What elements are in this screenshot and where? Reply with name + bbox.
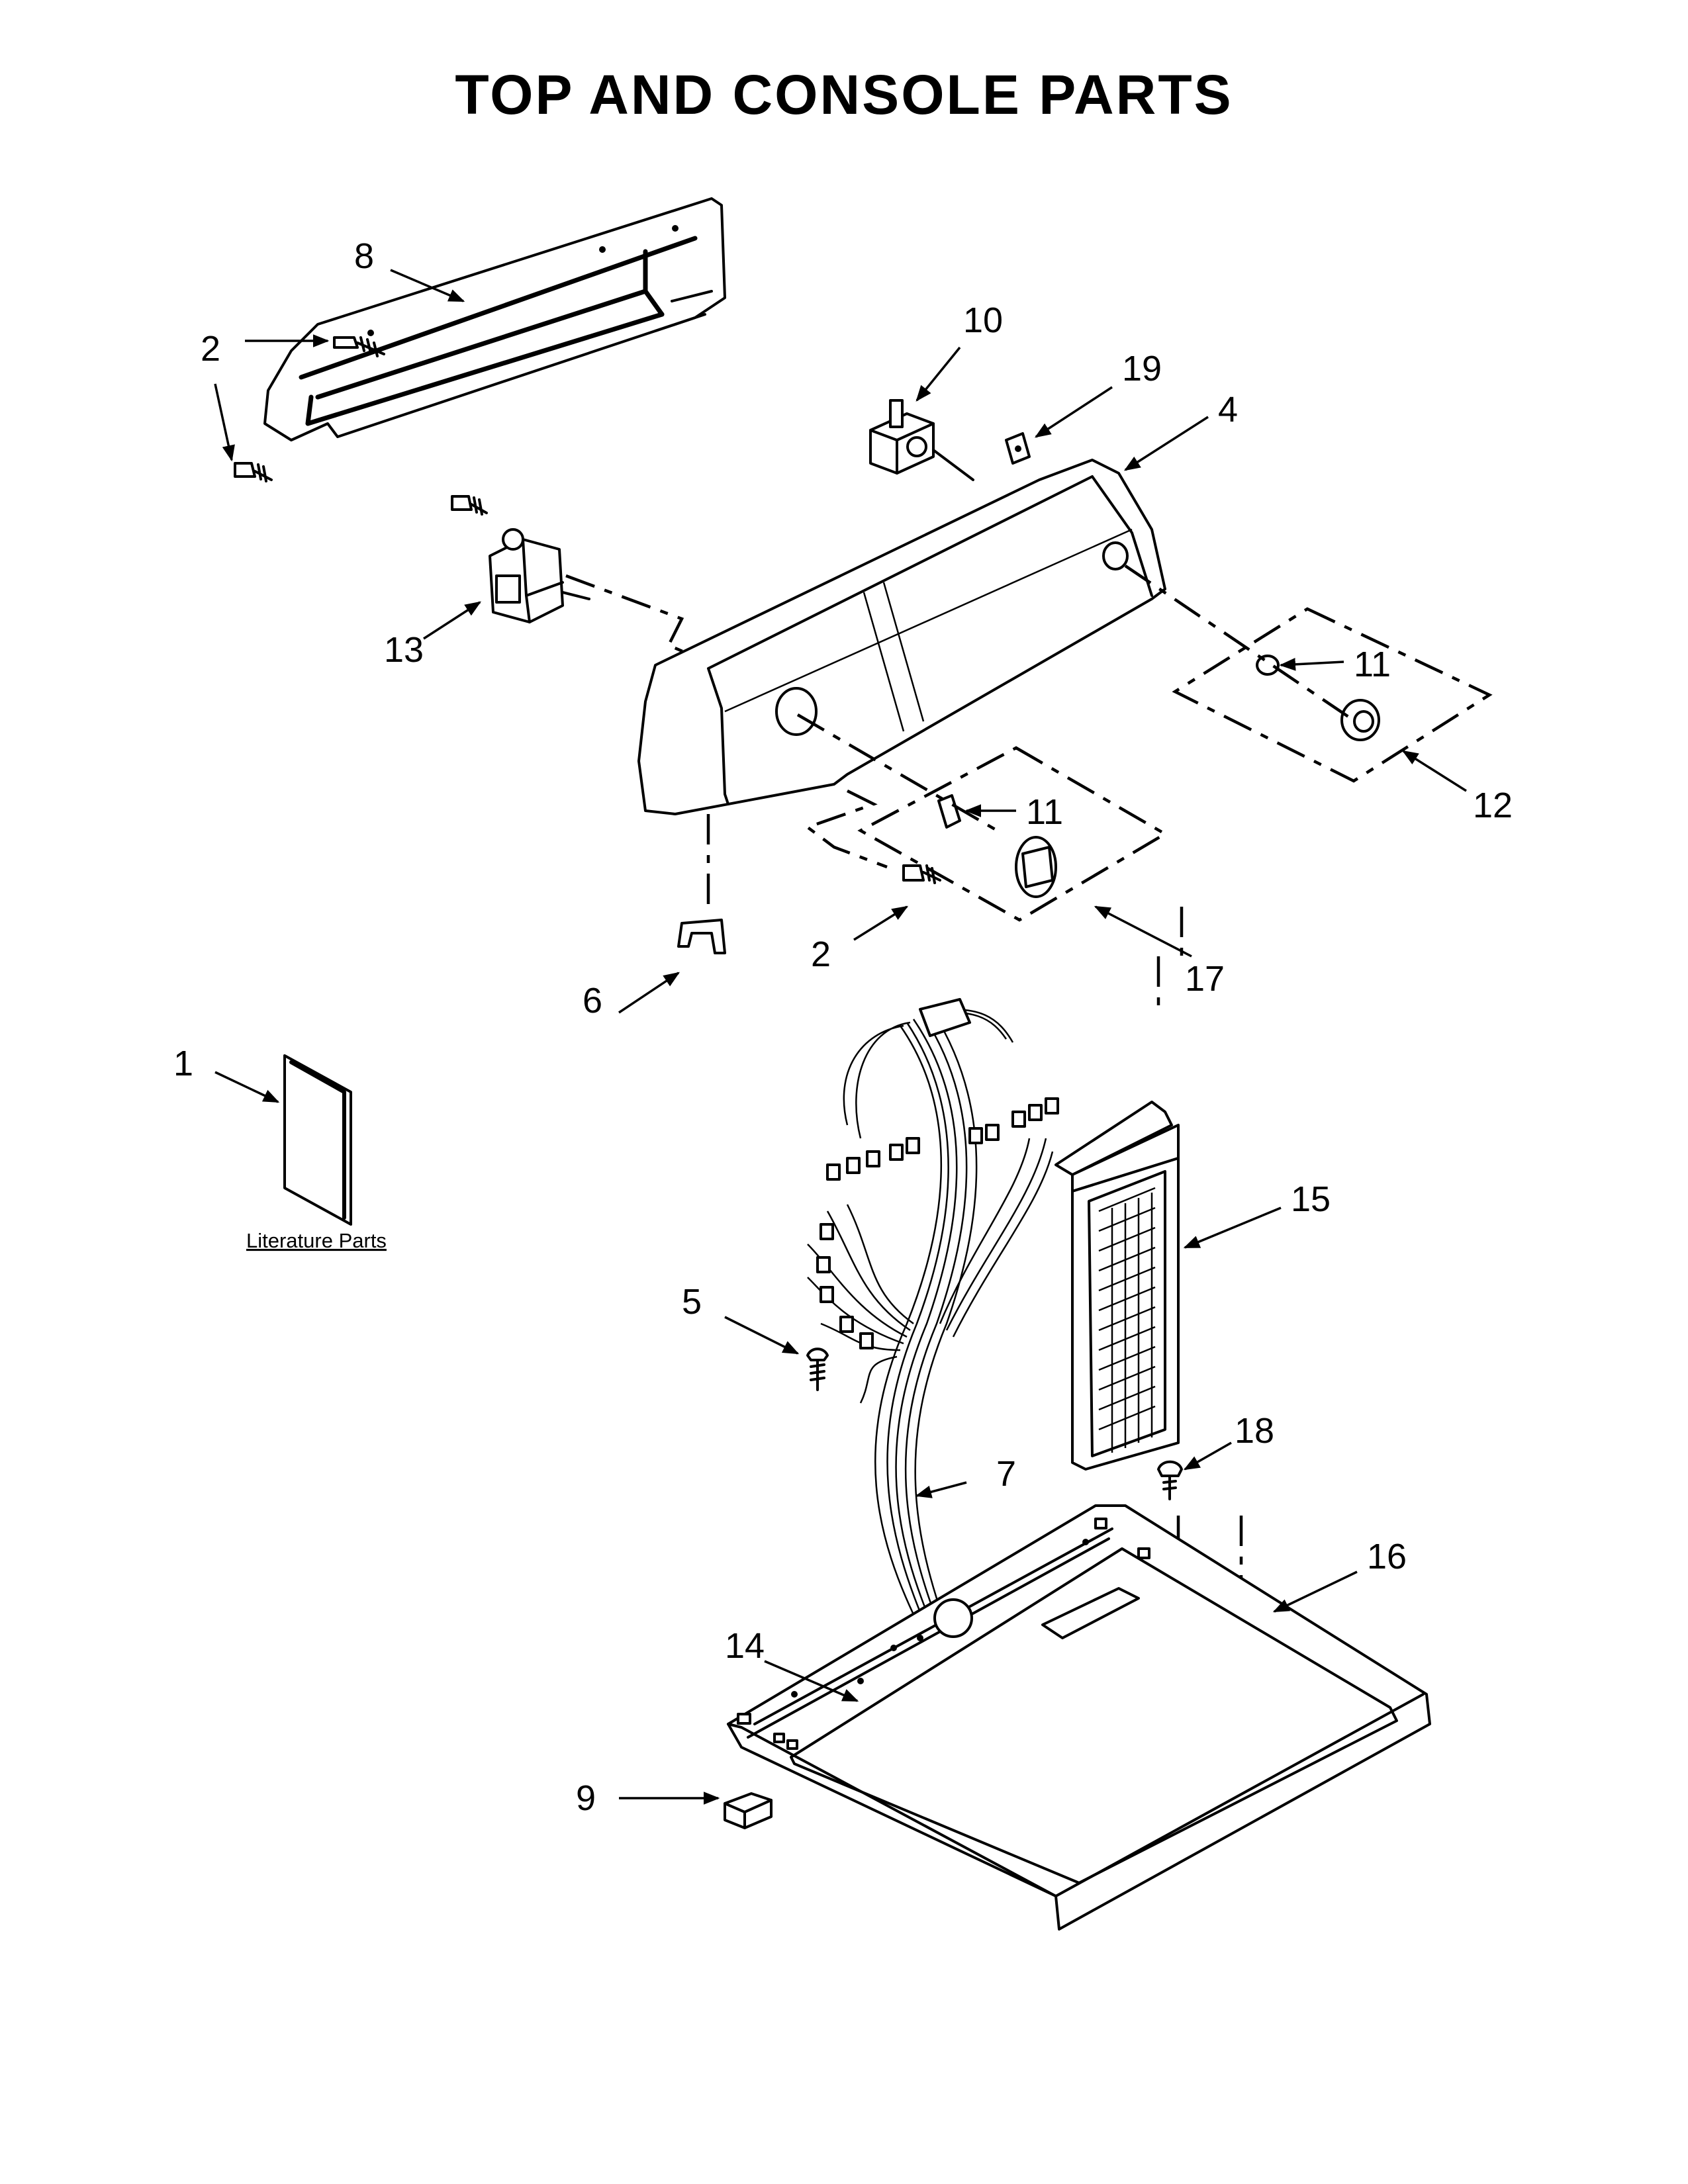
wire-harness (807, 998, 1059, 1629)
callout-13: 13 (384, 630, 424, 670)
screw-lower (806, 1347, 829, 1391)
screw-left (234, 462, 273, 482)
screw-console (902, 864, 941, 884)
callout-18: 18 (1235, 1411, 1274, 1451)
spacer-right (1256, 655, 1280, 676)
callout-8: 8 (354, 236, 374, 276)
knob-left (1015, 836, 1057, 898)
clip (1005, 432, 1031, 465)
sensor-part (869, 399, 974, 481)
timer-switch (489, 528, 590, 623)
callout-16: 16 (1367, 1537, 1407, 1576)
console (637, 459, 1166, 815)
literature-booklet (283, 1054, 352, 1226)
knob-group-box-right (1172, 607, 1493, 783)
literature-parts-label: Literature Parts (246, 1229, 387, 1252)
screw-mid-left (451, 495, 488, 516)
clip-lower (677, 919, 726, 954)
callout-14: 14 (725, 1626, 765, 1666)
spacer-left (937, 794, 961, 829)
callout-11-left: 11 (1026, 792, 1063, 832)
leader-lines (214, 269, 1467, 1805)
callout-15: 15 (1291, 1179, 1331, 1219)
callout-9: 9 (576, 1778, 596, 1818)
callout-2-lower: 2 (811, 934, 831, 974)
callout-10: 10 (963, 300, 1003, 340)
callout-4: 4 (1218, 390, 1238, 430)
screw-upper (333, 336, 385, 357)
callout-11-right: 11 (1354, 645, 1391, 684)
callout-2-upper: 2 (201, 329, 220, 369)
lint-screen (1055, 1101, 1180, 1471)
callout-12: 12 (1473, 786, 1513, 825)
callout-5: 5 (682, 1282, 702, 1322)
callout-6: 6 (583, 981, 602, 1021)
top-panel (727, 1504, 1431, 1931)
callout-numbers: 8 2 10 19 4 13 11 12 11 2 17 6 1 15 5 18… (173, 236, 1513, 1818)
knob-right (1340, 699, 1380, 741)
callout-17: 17 (1185, 959, 1225, 999)
callout-7: 7 (996, 1454, 1016, 1494)
callout-19: 19 (1122, 349, 1162, 388)
screw-lint (1157, 1460, 1183, 1500)
foot-pad (724, 1792, 773, 1829)
console-rear-panel (263, 197, 726, 441)
callout-1: 1 (173, 1044, 193, 1083)
knob-group-box-left (857, 746, 1168, 922)
page-title: TOP AND CONSOLE PARTS (455, 64, 1233, 126)
